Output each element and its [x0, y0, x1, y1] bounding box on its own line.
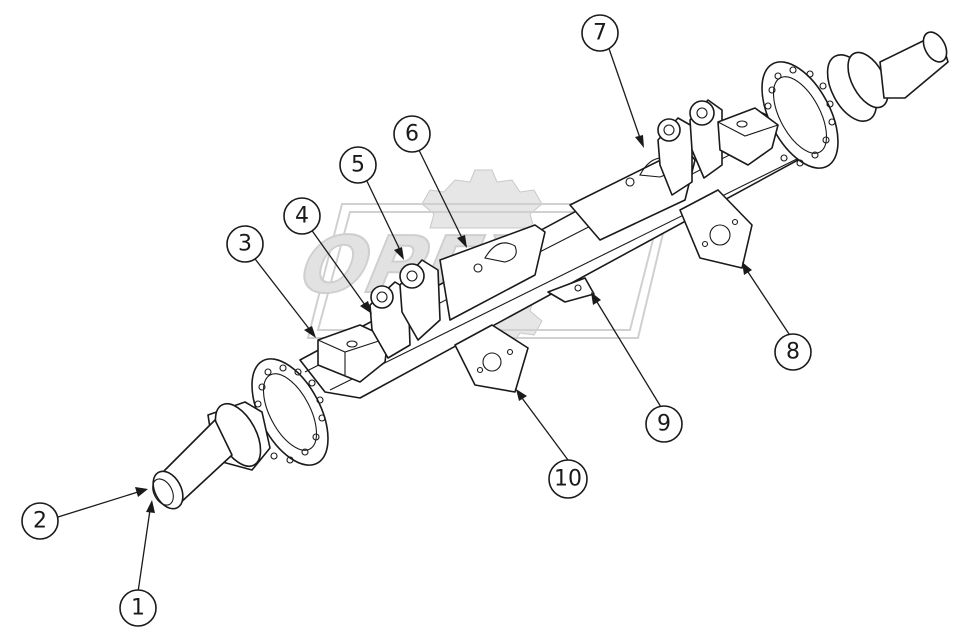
callout-7-label: 7: [593, 21, 607, 46]
callout-1-label: 1: [131, 596, 145, 621]
right-spindle: [826, 31, 949, 122]
callout-10-label: 10: [554, 467, 582, 492]
left-torque-plate: [454, 324, 529, 393]
callout-5: 5: [339, 146, 377, 184]
callout-2-label: 2: [33, 509, 47, 534]
right-hanger-lugs: [657, 99, 723, 196]
callout-5-label: 5: [351, 153, 365, 178]
callout-8: 8: [774, 333, 812, 371]
callout-4-label: 4: [295, 204, 309, 229]
callout-3-label: 3: [238, 232, 252, 257]
callout-6-label: 6: [405, 122, 419, 147]
callout-10: 10: [548, 459, 588, 499]
center-gusset: [547, 277, 595, 303]
callout-7: 7: [581, 14, 619, 52]
right-torque-plate: [679, 189, 753, 269]
callout-4: 4: [283, 197, 321, 235]
callout-9-label: 9: [657, 412, 671, 437]
left-spring-seat: [317, 324, 389, 383]
left-spindle: [152, 401, 271, 510]
callout-9: 9: [645, 405, 683, 443]
right-spring-seat: [717, 107, 779, 166]
left-hanger-lugs: [369, 259, 441, 359]
callout-6: 6: [393, 115, 431, 153]
callout-8-label: 8: [786, 340, 800, 365]
callout-2: 2: [21, 502, 59, 540]
leader-lines: [57, 39, 794, 593]
callout-3: 3: [226, 225, 264, 263]
callout-1: 1: [119, 589, 157, 627]
left-brake-flange: [251, 358, 329, 466]
left-slotted-plate: [439, 224, 546, 321]
